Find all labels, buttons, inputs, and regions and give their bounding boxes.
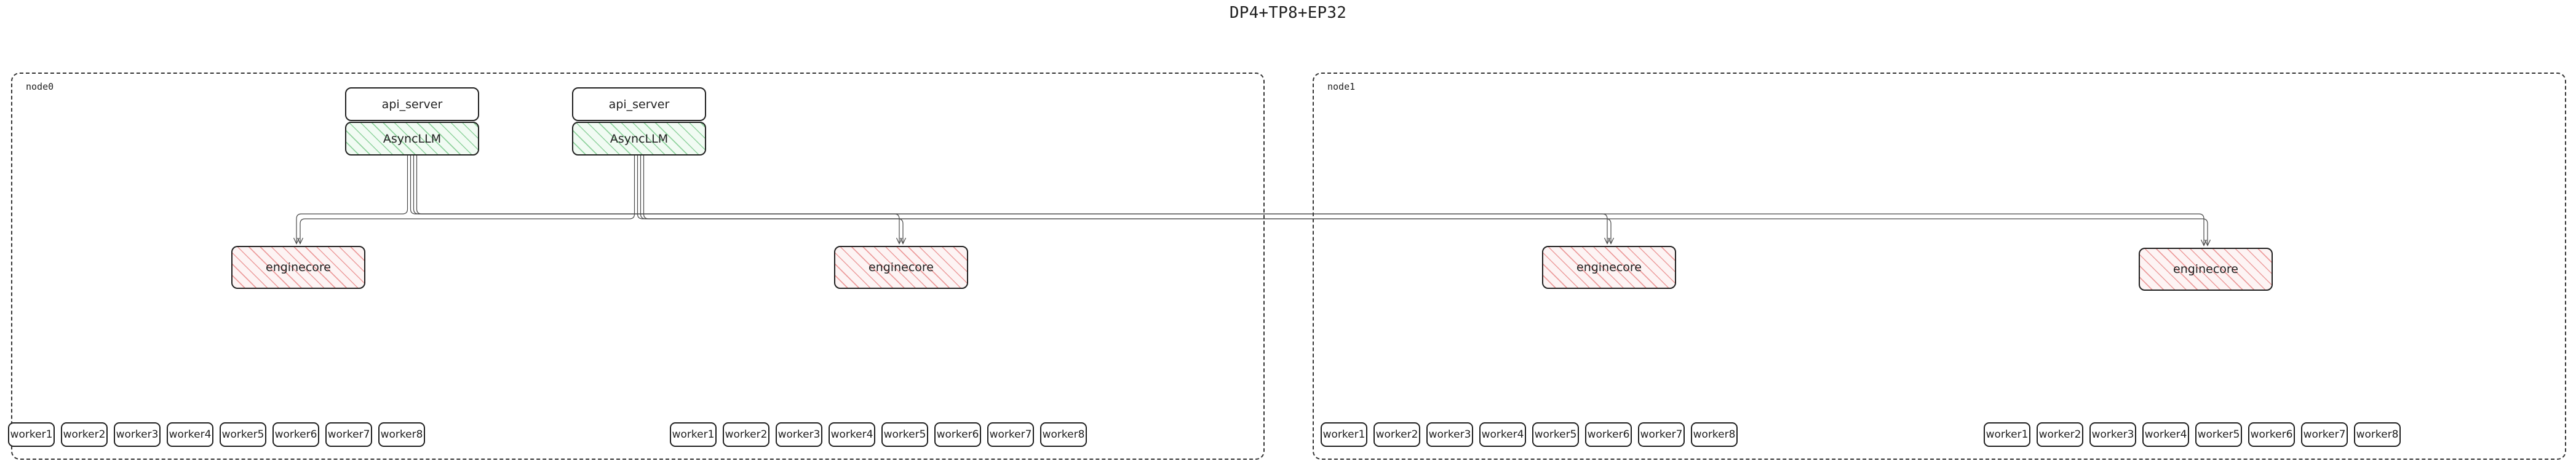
worker-box-0-1[interactable]: worker2	[61, 422, 108, 447]
async-llm-box-0[interactable]: AsyncLLM	[345, 122, 479, 156]
worker-label: worker7	[327, 428, 370, 441]
worker-label: worker3	[2091, 428, 2134, 441]
cluster-node0: node0	[11, 73, 1265, 460]
worker-label: worker1	[10, 428, 53, 441]
api-server-label-0: api_server	[381, 97, 443, 111]
enginecore-box-2[interactable]: enginecore	[1542, 246, 1676, 289]
worker-label: worker2	[2038, 428, 2081, 441]
worker-box-0-2[interactable]: worker3	[114, 422, 161, 447]
worker-label: worker3	[777, 428, 821, 441]
worker-box-1-5[interactable]: worker6	[934, 422, 981, 447]
worker-box-2-7[interactable]: worker8	[1691, 422, 1738, 447]
cluster-node1-label: node1	[1327, 81, 1356, 92]
worker-label: worker7	[2303, 428, 2346, 441]
worker-box-2-2[interactable]: worker3	[1426, 422, 1473, 447]
enginecore-box-0[interactable]: enginecore	[231, 246, 365, 289]
worker-label: worker1	[1986, 428, 2029, 441]
worker-label: worker2	[63, 428, 106, 441]
api-server-label-1: api_server	[608, 97, 670, 111]
worker-box-3-4[interactable]: worker5	[2195, 422, 2242, 447]
worker-label: worker5	[883, 428, 926, 441]
enginecore-box-3[interactable]: enginecore	[2139, 248, 2273, 291]
worker-box-0-7[interactable]: worker8	[378, 422, 425, 447]
enginecore-label-0: enginecore	[266, 261, 331, 274]
worker-label: worker8	[380, 428, 423, 441]
worker-label: worker2	[1375, 428, 1418, 441]
worker-label: worker6	[274, 428, 317, 441]
api-server-box-0[interactable]: api_server	[345, 87, 479, 121]
worker-box-1-2[interactable]: worker3	[776, 422, 822, 447]
worker-box-2-5[interactable]: worker6	[1585, 422, 1632, 447]
worker-label: worker4	[1481, 428, 1524, 441]
worker-label: worker8	[1693, 428, 1736, 441]
worker-label: worker5	[2197, 428, 2240, 441]
enginecore-label-3: enginecore	[2173, 262, 2238, 276]
api-server-box-1[interactable]: api_server	[572, 87, 706, 121]
enginecore-label-1: enginecore	[869, 261, 934, 274]
worker-box-1-7[interactable]: worker8	[1040, 422, 1087, 447]
worker-box-2-4[interactable]: worker5	[1532, 422, 1579, 447]
enginecore-label-2: enginecore	[1576, 261, 1642, 274]
worker-box-3-3[interactable]: worker4	[2142, 422, 2189, 447]
worker-label: worker5	[1534, 428, 1577, 441]
worker-box-3-0[interactable]: worker1	[1984, 422, 2030, 447]
async-llm-box-1[interactable]: AsyncLLM	[572, 122, 706, 156]
worker-label: worker8	[2356, 428, 2399, 441]
worker-box-3-2[interactable]: worker3	[2089, 422, 2136, 447]
worker-label: worker6	[1587, 428, 1630, 441]
worker-box-2-6[interactable]: worker7	[1638, 422, 1685, 447]
worker-box-1-1[interactable]: worker2	[723, 422, 769, 447]
cluster-node0-label: node0	[26, 81, 54, 92]
worker-box-1-6[interactable]: worker7	[987, 422, 1034, 447]
worker-label: worker1	[672, 428, 715, 441]
worker-box-0-6[interactable]: worker7	[325, 422, 372, 447]
worker-box-1-4[interactable]: worker5	[881, 422, 928, 447]
async-llm-label-0: AsyncLLM	[383, 132, 442, 146]
worker-box-2-1[interactable]: worker2	[1373, 422, 1420, 447]
worker-box-0-0[interactable]: worker1	[8, 422, 55, 447]
worker-label: worker4	[2144, 428, 2187, 441]
worker-label: worker4	[169, 428, 212, 441]
async-llm-label-1: AsyncLLM	[610, 132, 669, 146]
worker-label: worker7	[1640, 428, 1683, 441]
worker-box-0-4[interactable]: worker5	[220, 422, 266, 447]
worker-box-3-1[interactable]: worker2	[2037, 422, 2083, 447]
worker-label: worker8	[1042, 428, 1085, 441]
worker-box-0-5[interactable]: worker6	[272, 422, 319, 447]
worker-box-3-5[interactable]: worker6	[2248, 422, 2295, 447]
worker-label: worker2	[725, 428, 768, 441]
worker-label: worker3	[116, 428, 159, 441]
enginecore-box-1[interactable]: enginecore	[834, 246, 968, 289]
worker-box-1-0[interactable]: worker1	[670, 422, 717, 447]
worker-box-0-3[interactable]: worker4	[167, 422, 213, 447]
cluster-node1: node1	[1313, 73, 2566, 460]
worker-label: worker4	[830, 428, 873, 441]
worker-box-2-3[interactable]: worker4	[1479, 422, 1526, 447]
worker-label: worker1	[1322, 428, 1366, 441]
worker-box-3-6[interactable]: worker7	[2301, 422, 2348, 447]
worker-label: worker6	[936, 428, 979, 441]
page-title: DP4+TP8+EP32	[1229, 4, 1347, 22]
worker-box-2-0[interactable]: worker1	[1321, 422, 1367, 447]
worker-label: worker7	[989, 428, 1032, 441]
worker-label: worker5	[221, 428, 264, 441]
worker-label: worker3	[1428, 428, 1471, 441]
worker-box-3-7[interactable]: worker8	[2354, 422, 2401, 447]
worker-label: worker6	[2250, 428, 2293, 441]
worker-box-1-3[interactable]: worker4	[829, 422, 875, 447]
